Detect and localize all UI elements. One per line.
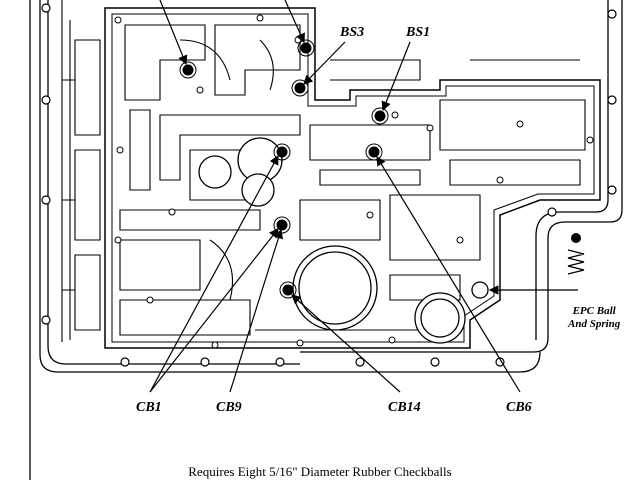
checkball-icon [276,219,288,231]
body-bolts [114,14,594,349]
checkball-icon [300,42,312,54]
spring-icon [567,249,585,275]
label-cb14: CB14 [388,400,421,415]
perimeter-bolts [41,3,617,367]
label-cb9: CB9 [216,400,242,415]
caption: Requires Eight 5/16" Diameter Rubber Che… [188,464,452,479]
checkball-icon [276,146,288,158]
checkball-icon [182,64,194,76]
label-bs3: BS3 [340,25,365,40]
case-outline [29,0,623,480]
checkball-icon [282,284,294,296]
checkball-icon [374,110,386,122]
left-ribs [61,0,101,342]
label-epc: EPC Ball And Spring [568,305,620,331]
label-epc-line2: And Spring [568,318,621,330]
label-bs1: BS1 [406,25,431,40]
label-cb1: CB1 [136,400,162,415]
leader-lines [149,0,578,393]
valve-channels [119,24,586,336]
checkball-icon [368,146,380,158]
label-epc-line1: EPC Ball [572,305,616,317]
valve-body-outline [104,7,601,349]
checkball-icon [571,233,581,243]
label-cb6: CB6 [506,400,532,415]
checkballs [182,42,386,296]
bores [198,137,489,344]
checkball-icon [294,82,306,94]
